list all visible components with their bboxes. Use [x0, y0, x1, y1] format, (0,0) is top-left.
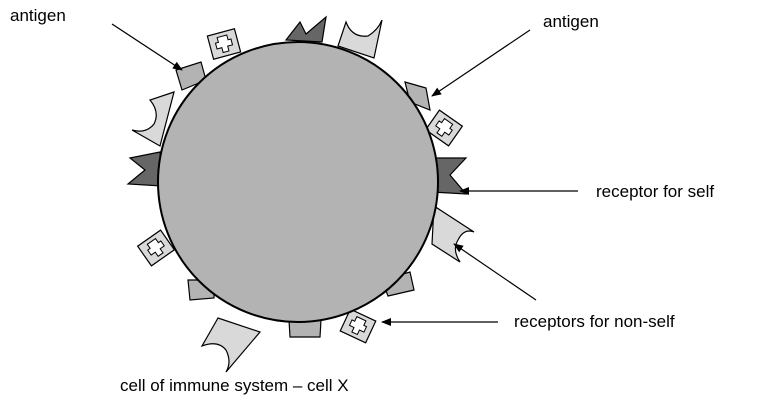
label-antigen-right: antigen	[543, 12, 599, 31]
arrow-antigen-right	[432, 30, 530, 96]
arrow-receptors-nonself-upper	[454, 244, 536, 300]
diagram-caption: cell of immune system – cell X	[120, 376, 349, 395]
cell-body	[158, 42, 438, 322]
arrow-antigen-left	[112, 24, 182, 70]
self-receptor-left	[128, 152, 162, 186]
label-antigen-left: antigen	[10, 6, 66, 25]
puzzle-antigen-top-left	[207, 29, 240, 59]
label-receptors-nonself: receptors for non-self	[514, 312, 675, 331]
nonself-receptor-bottom-left	[202, 318, 260, 372]
self-receptor-top	[286, 17, 326, 42]
label-receptor-self: receptor for self	[596, 182, 714, 201]
